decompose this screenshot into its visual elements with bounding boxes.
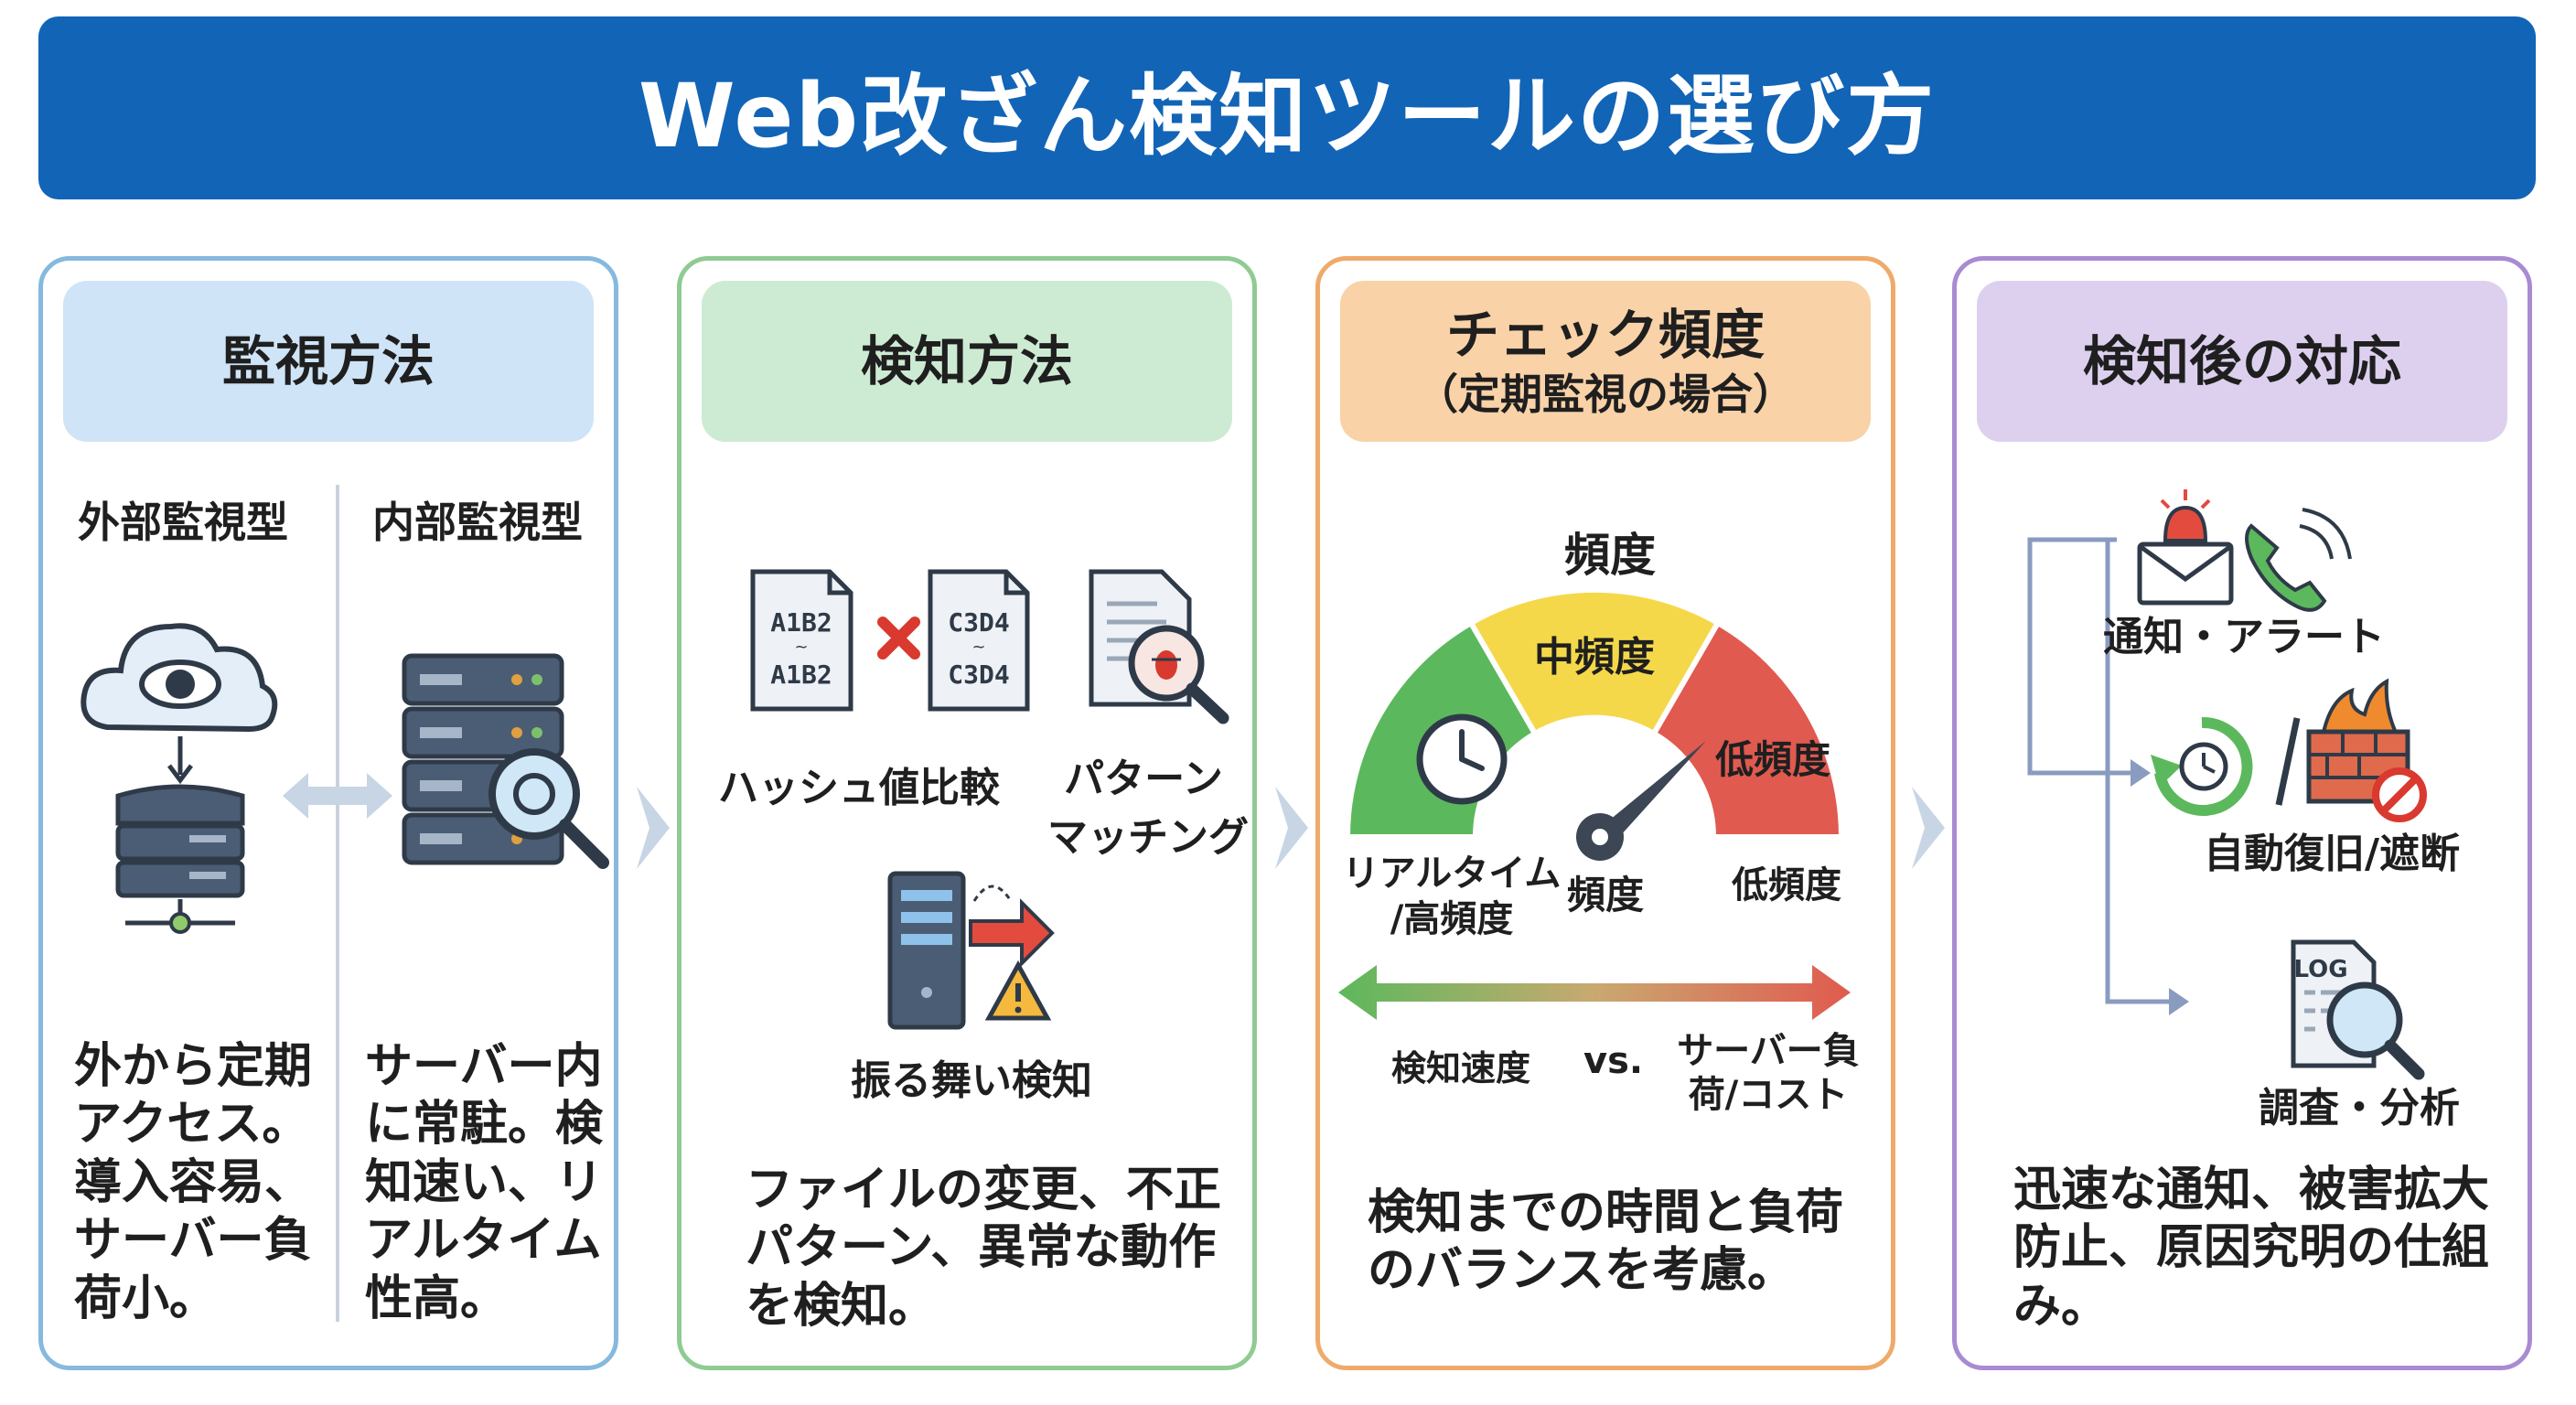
panel-heading: 検知方法 — [702, 281, 1232, 442]
internal-monitoring-desc: サーバー内に常駐。検知速い、リアルタイム性高。 — [365, 1039, 604, 1326]
hash-comparison-label: ハッシュ値比較 — [718, 765, 1000, 811]
alarm-mail-icon — [2137, 489, 2234, 606]
load-label-line2: 荷/コスト — [1688, 1074, 1849, 1116]
realtime-label-line2: /高頻度 — [1390, 898, 1514, 940]
svg-text:~: ~ — [971, 638, 985, 657]
server-icon — [115, 784, 245, 934]
pattern-matching-label: パターン マッチング — [1047, 745, 1249, 863]
panel-heading: 監視方法 — [63, 281, 594, 442]
panel-heading-text: 検知後の対応 — [2082, 329, 2401, 392]
svg-text:~: ~ — [794, 638, 808, 657]
detection-desc: ファイルの変更、不正パターン、異常な動作を検知。 — [746, 1163, 1222, 1334]
detection-speed-label: 検知速度 — [1391, 1048, 1531, 1089]
tradeoff-arrow — [1338, 965, 1851, 1020]
double-arrow-icon — [283, 773, 392, 819]
response-illustration: LOG — [2027, 489, 2427, 1080]
response-desc: 迅速な通知、被害拡大防止、原因究明の仕組み。 — [2013, 1163, 2490, 1334]
panel-heading: チェック頻度 （定期監視の場合） — [1340, 281, 1871, 442]
panel-heading-text: 監視方法 — [221, 329, 435, 392]
restore-block-label: 自動復旧/遮断 — [2204, 831, 2461, 877]
panel-heading-text: チェック頻度 — [1445, 304, 1765, 366]
gauge-segment-yellow — [1466, 586, 1723, 738]
file-b-hash-top: C3D4 — [948, 607, 1009, 638]
pattern-label-line2: マッチング — [1047, 814, 1249, 861]
log-search-icon — [2291, 939, 2425, 1080]
phone-icon — [2245, 508, 2352, 612]
realtime-label-line1: リアルタイム — [1342, 853, 1562, 895]
realtime-label: リアルタイム /高頻度 — [1342, 851, 1562, 942]
panel-heading: 検知後の対応 — [1977, 281, 2507, 442]
panel-response: 検知後の対応 — [1952, 256, 2532, 1370]
gauge-low-label: 低頻度 — [1715, 737, 1830, 782]
load-label-line1: サーバー負 — [1677, 1030, 1860, 1072]
panel-monitoring-method: 監視方法 外部監視型 内部監視型 — [38, 256, 618, 1370]
panel-heading-text: 検知方法 — [860, 329, 1073, 392]
clock-icon — [1416, 713, 1508, 805]
mismatch-x-icon — [877, 617, 920, 660]
panel-check-frequency: チェック頻度 （定期監視の場合） 頻度 中頻度 低頻 — [1315, 256, 1895, 1370]
log-text: LOG — [2293, 956, 2347, 983]
panel-detection-method: 検知方法 A1B2 ~ A1B2 C3D4 ~ C3D4 — [677, 256, 1257, 1370]
slash-separator — [2275, 717, 2301, 806]
server-warning-icon — [887, 871, 1055, 1030]
monitoring-illustration — [80, 485, 609, 1322]
behavior-detection-label: 振る舞い検知 — [851, 1057, 1092, 1104]
flow-arrow-icon — [637, 787, 670, 869]
file-b-hash-bottom: C3D4 — [948, 660, 1009, 690]
external-monitoring-label: 外部監視型 — [78, 498, 288, 547]
server-load-cost-label: サーバー負 荷/コスト — [1668, 1029, 1869, 1117]
file-hash-icon — [750, 569, 853, 712]
file-hash-icon — [928, 569, 1030, 712]
internal-monitoring-label: 内部監視型 — [372, 498, 583, 547]
gauge-mid-label: 中頻度 — [1534, 634, 1655, 681]
file-a-hash-bottom: A1B2 — [770, 660, 832, 690]
pattern-label-line1: パターン — [1064, 756, 1223, 802]
vs-label: vs. — [1583, 1040, 1644, 1082]
gauge-title: 頻度 — [1564, 529, 1656, 582]
file-a-hash-top: A1B2 — [770, 607, 832, 638]
panel-subheading: （定期監視の場合） — [1416, 369, 1795, 419]
external-monitoring-desc: 外から定期アクセス。導入容易、サーバー負荷小。 — [74, 1039, 313, 1326]
flow-arrow-icon — [1912, 787, 1945, 869]
low-frequency-label: 低頻度 — [1732, 864, 1841, 906]
needle-label: 頻度 — [1567, 873, 1645, 917]
gauge-needle-icon — [1576, 741, 1706, 861]
notify-alert-label: 通知・アラート — [2103, 614, 2385, 660]
firewall-block-icon — [2306, 678, 2427, 822]
investigate-label: 調査・分析 — [2259, 1085, 2460, 1132]
title-banner: Web改ざん検知ツールの選び方 — [38, 16, 2536, 199]
restore-cycle-icon — [2151, 716, 2253, 816]
internal-server-search-icon — [402, 653, 609, 869]
flow-arrow-icon — [1275, 787, 1308, 869]
frequency-gauge: 中頻度 低頻度 — [1338, 586, 1851, 1020]
cloud-eye-icon — [80, 623, 278, 733]
page-title: Web改ざん検知ツールの選び方 — [638, 64, 1937, 167]
frequency-desc: 検知までの時間と負荷のバランスを考慮。 — [1368, 1185, 1844, 1299]
document-bug-search-icon — [1089, 569, 1229, 724]
detection-illustration: A1B2 ~ A1B2 C3D4 ~ C3D4 — [750, 569, 1229, 1030]
